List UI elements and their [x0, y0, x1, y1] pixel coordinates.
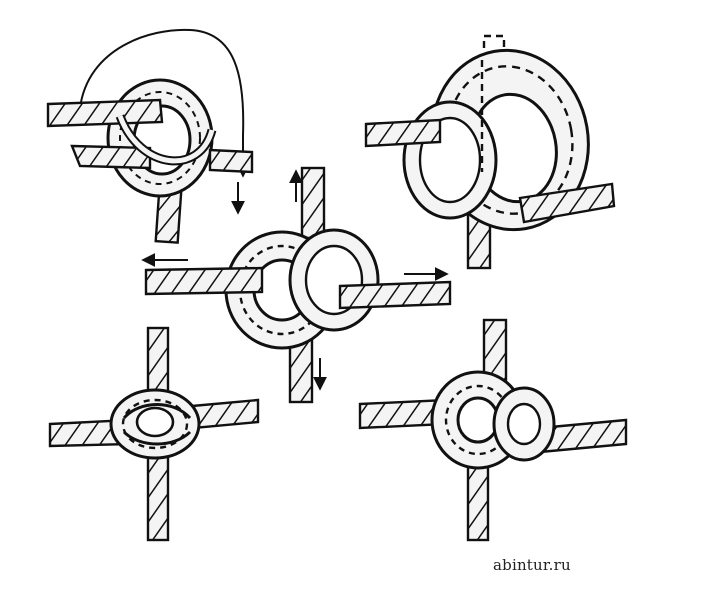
vertical-rope-bottom: [466, 460, 490, 542]
knot-step-4: [48, 326, 260, 542]
knot-step-2: [364, 34, 616, 270]
horizontal-rope-left: [144, 266, 264, 296]
loop-guide-arc: [79, 28, 250, 178]
vertical-rope-top: [300, 166, 326, 240]
watermark-text: abintur.ru: [493, 556, 571, 574]
horizontal-rope-right: [518, 182, 616, 224]
knot-step-3: [141, 166, 452, 404]
tight-knot-inner: [135, 406, 175, 438]
horizontal-rope-left: [364, 118, 442, 148]
horizontal-rope-right: [338, 280, 452, 310]
horizontal-rope: [46, 98, 164, 128]
knot-step-5: [358, 318, 628, 542]
horizontal-rope-right: [190, 398, 260, 430]
coil-ring-inner: [456, 396, 500, 444]
vertical-rope-top: [146, 326, 170, 398]
rope-end-lower: [70, 144, 152, 170]
knot-step-1: [46, 28, 254, 244]
